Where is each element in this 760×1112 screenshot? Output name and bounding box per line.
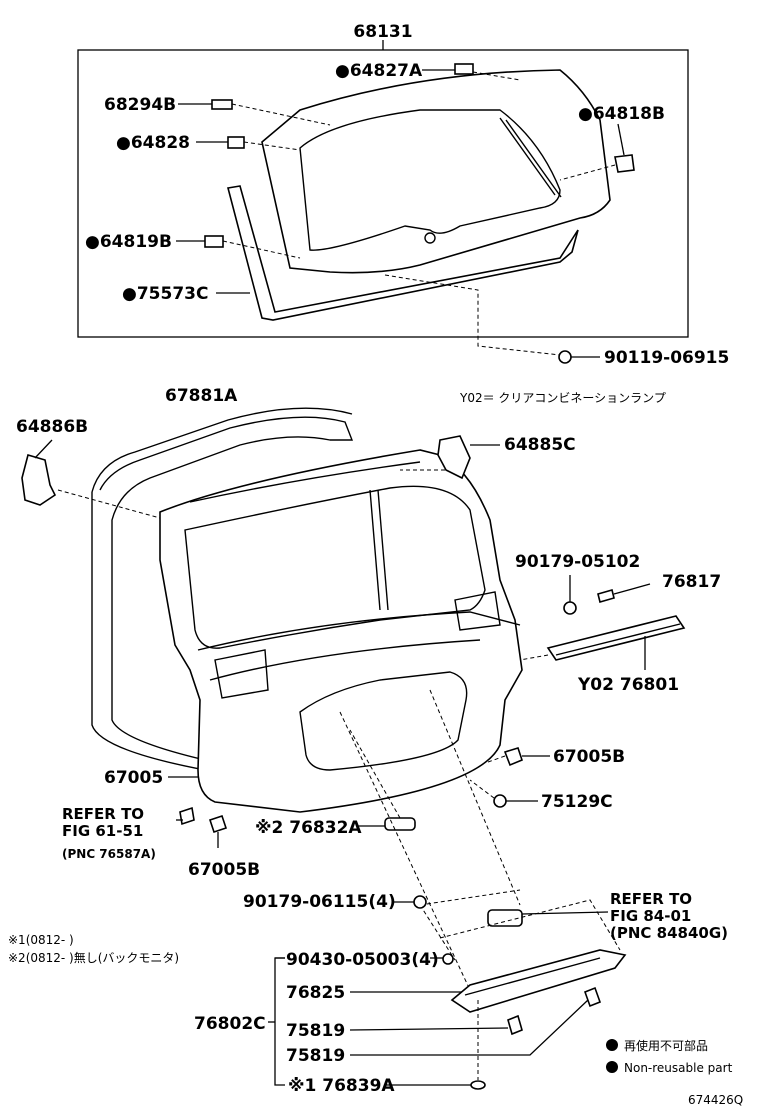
weatherstrip-67881A — [99, 416, 354, 761]
label-64827A: ●64827A — [335, 61, 423, 81]
camera-76832A-shape — [384, 817, 416, 831]
back-door-panel-67005 — [159, 449, 523, 813]
hinge-64885C-shape — [437, 435, 471, 480]
clip-64827A-shape — [454, 63, 474, 75]
label-90119-06915: 90119-06915 — [604, 348, 729, 368]
label-76802C: 76802C — [194, 1014, 266, 1034]
nut-90179-05102-shape — [563, 601, 577, 615]
label-90179-05102: 90179-05102 — [515, 552, 640, 572]
screw-90430-shape — [442, 953, 454, 965]
label-90179-06115: 90179-06115(4) — [243, 892, 396, 912]
refer-84-01-part-shape — [487, 909, 523, 927]
label-67005: 67005 — [104, 768, 163, 788]
back-door-glass — [261, 69, 611, 274]
refer-61-51-part-shape — [179, 806, 195, 826]
legend-dot-2 — [606, 1061, 618, 1073]
label-68131: 68131 — [353, 22, 412, 42]
bumper-67005B-right-shape — [503, 747, 523, 767]
refer-61-51-line1: REFER TO — [62, 805, 144, 823]
label-76817: 76817 — [662, 572, 721, 592]
label-67005B-right: 67005B — [553, 747, 625, 767]
stop-lamp-76801-shape — [546, 615, 686, 661]
label-64885C: 64885C — [504, 435, 576, 455]
label-76801: Y02 76801 — [577, 675, 679, 695]
gasket-76839A-shape — [470, 1080, 486, 1090]
refer-84-01-line1: REFER TO — [610, 890, 692, 908]
bumper-67005B-bottom-shape — [208, 814, 228, 834]
label-76825: 76825 — [286, 983, 345, 1003]
nut-90179-06115-shape — [413, 895, 427, 909]
clip-64828-shape — [227, 136, 245, 149]
label-67881A: 67881A — [165, 386, 238, 406]
label-y02-note: Y02＝ クリアコンビネーションランプ — [459, 391, 666, 405]
refer-61-51-line2: FIG 61-51 — [62, 822, 143, 840]
legend-non-reusable-en: Non-reusable part — [624, 1061, 733, 1075]
footnote-1: ※1(0812- ) — [8, 933, 74, 947]
label-67005B-bottom: 67005B — [188, 860, 260, 880]
clip-64818B-shape — [614, 154, 635, 173]
label-76832A: ※2 76832A — [255, 818, 362, 838]
label-75819-a: 75819 — [286, 1021, 345, 1041]
refer-61-51-line3: (PNC 76587A) — [62, 847, 156, 861]
label-64819B: ●64819B — [85, 232, 172, 252]
refer-84-01-line3: (PNC 84840G) — [610, 924, 728, 942]
label-64886B: 64886B — [16, 417, 88, 437]
screw-90119-shape — [558, 350, 572, 364]
legend-non-reusable-jp: 再使用不可部品 — [624, 1038, 708, 1053]
label-75573C: ●75573C — [122, 284, 208, 304]
clip-68294B-shape — [211, 99, 233, 110]
bracket-76802C — [274, 957, 285, 1086]
legend-dot-1 — [606, 1039, 618, 1051]
label-64828: ●64828 — [116, 133, 190, 153]
refer-84-01-line2: FIG 84-01 — [610, 907, 691, 925]
cap-75129C-shape — [493, 794, 507, 808]
label-68294B: 68294B — [104, 95, 176, 115]
label-75819-b: 75819 — [286, 1046, 345, 1066]
clip-64819B-shape — [204, 235, 224, 248]
diagram-code: 674426Q — [688, 1093, 743, 1107]
label-64818B: ●64818B — [578, 104, 665, 124]
garnish-76825-shape — [439, 899, 627, 1013]
clip-75819a-shape — [507, 1014, 523, 1036]
footnote-2: ※2(0812- )無し(バックモニタ) — [8, 950, 179, 965]
clip-75819b-shape — [583, 986, 602, 1008]
gasket-76817-shape — [597, 589, 615, 603]
hinge-64886B-shape — [21, 453, 57, 506]
label-76839A: ※1 76839A — [288, 1076, 395, 1096]
label-90430-05003: 90430-05003(4) — [286, 950, 439, 970]
label-75129C: 75129C — [541, 792, 613, 812]
